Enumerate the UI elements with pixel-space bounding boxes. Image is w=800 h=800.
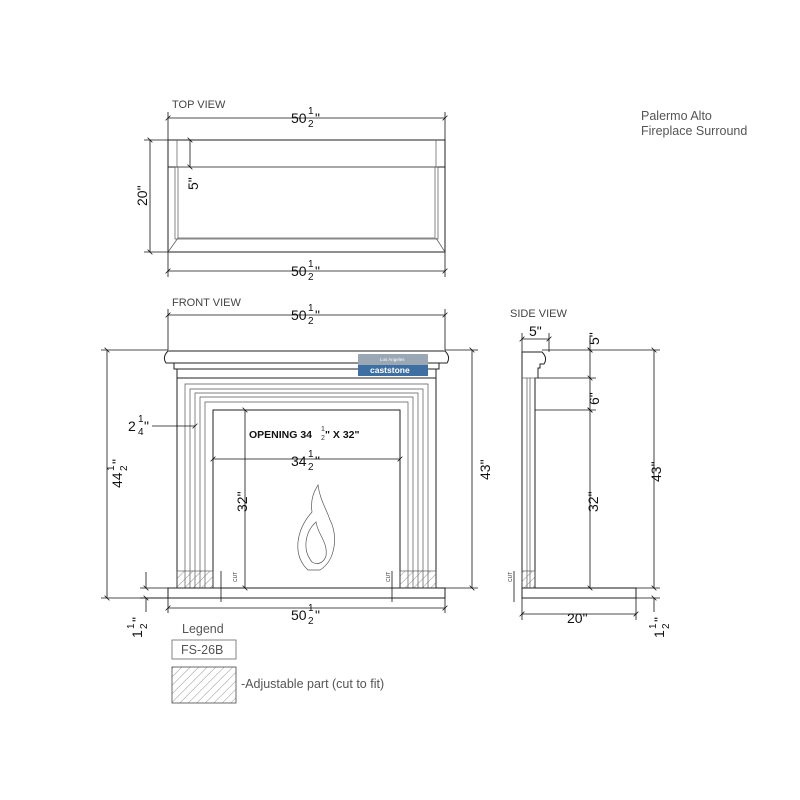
svg-text:1: 1	[129, 630, 145, 638]
front-base-width-dim: 50 1 2 "	[291, 603, 320, 627]
legend-code: FS-26B	[181, 643, 223, 657]
svg-text:": "	[315, 607, 320, 623]
top-view-label: TOP VIEW	[172, 99, 226, 111]
legend-adjustable-label: -Adjustable part (cut to fit)	[241, 677, 384, 691]
svg-text:2: 2	[308, 316, 314, 327]
svg-text:2: 2	[308, 119, 314, 130]
svg-text:": "	[144, 418, 149, 434]
svg-text:1: 1	[126, 623, 137, 629]
caststone-logo: Los Angeles caststone	[358, 354, 428, 376]
side-total-height-value: 43"	[648, 461, 664, 482]
side-view-label: SIDE VIEW	[510, 308, 567, 320]
svg-text:2: 2	[139, 623, 150, 629]
top-width-dim: 50 1 2 "	[291, 106, 320, 130]
title-line-1: Palermo Alto	[641, 109, 712, 123]
svg-text:1: 1	[308, 603, 314, 614]
side-shelf-height-value: 5"	[586, 332, 602, 345]
svg-text:2: 2	[308, 616, 314, 627]
svg-text:1: 1	[308, 303, 314, 314]
svg-text:1: 1	[308, 259, 314, 270]
legend-hatch-swatch	[171, 666, 237, 704]
svg-text:": "	[315, 453, 320, 469]
logo-line-2: caststone	[370, 365, 410, 375]
svg-text:": "	[651, 617, 667, 622]
svg-text:34: 34	[291, 453, 307, 469]
svg-text:2: 2	[308, 462, 314, 473]
top-inner-depth-value: 5"	[185, 177, 201, 190]
front-height-value: 43"	[477, 459, 493, 480]
svg-text:CUT: CUT	[386, 572, 392, 582]
title-line-2: Fireplace Surround	[641, 124, 747, 138]
top-bottom-width-dim: 50 1 2 "	[291, 259, 320, 283]
svg-text:": "	[109, 459, 125, 464]
side-adjustable-part	[521, 570, 536, 589]
svg-text:4: 4	[138, 427, 144, 438]
legend-code-box	[171, 639, 237, 660]
side-profile	[522, 351, 547, 588]
front-view: FRONT VIEW 50 1 2 " Los Angel	[101, 297, 493, 638]
svg-text:1: 1	[321, 426, 325, 433]
svg-text:": "	[315, 263, 320, 279]
svg-text:CUT: CUT	[233, 572, 239, 582]
svg-text:1: 1	[651, 630, 667, 638]
total-height-dim: 44 1 2 "	[106, 459, 130, 488]
top-depth-value: 20"	[134, 185, 150, 206]
hearth-height-dim: 1 1 2 "	[126, 617, 150, 638]
flame-icon	[297, 483, 335, 571]
svg-text:1: 1	[648, 623, 659, 629]
drawing-title: Palermo Alto Fireplace Surround	[641, 109, 747, 138]
side-hearth	[521, 587, 637, 599]
svg-text:50: 50	[291, 307, 307, 323]
side-top-depth-value: 5"	[529, 323, 542, 339]
opening-width-dim: 34 1 2 "	[291, 449, 320, 473]
top-width-value: 50	[291, 110, 307, 126]
svg-text:1: 1	[138, 414, 144, 425]
right-adjustable-part	[399, 570, 437, 589]
side-view: SIDE VIEW 5" 5" 6" 32" 43" CUT	[508, 308, 672, 638]
svg-text:OPENING 34: OPENING 34	[249, 429, 312, 441]
svg-text:": "	[315, 307, 320, 323]
svg-text:2: 2	[321, 435, 325, 442]
hearth-base	[167, 587, 446, 599]
svg-text:1: 1	[106, 465, 117, 471]
logo-line-1: Los Angeles	[380, 357, 405, 362]
svg-text:": "	[315, 110, 320, 126]
front-view-label: FRONT VIEW	[172, 297, 241, 309]
svg-text:50: 50	[291, 607, 307, 623]
svg-text:" X 32": " X 32"	[325, 429, 359, 441]
side-opening-height-value: 32"	[585, 491, 601, 512]
top-view: TOP VIEW 50 1 2 " 20" 5" 50	[134, 99, 448, 283]
svg-text:2: 2	[119, 465, 130, 471]
side-hearth-height-dim: 1 1 2 "	[648, 617, 672, 638]
front-top-width-dim: 50 1 2 "	[291, 303, 320, 327]
legend-title: Legend	[182, 622, 224, 636]
top-view-outline	[167, 139, 446, 253]
left-adjustable-part	[176, 570, 214, 589]
side-base-depth-value: 20"	[567, 610, 588, 626]
svg-text:CUT: CUT	[508, 572, 514, 582]
svg-text:2: 2	[308, 272, 314, 283]
opening-label: OPENING 34 1 2 " X 32"	[249, 426, 359, 442]
leg-width-dim: 2 1 4 "	[128, 414, 149, 438]
svg-text:1: 1	[308, 106, 314, 117]
svg-text:44: 44	[109, 472, 125, 488]
svg-text:50: 50	[291, 263, 307, 279]
front-cut-marks: CUT CUT	[220, 571, 393, 602]
svg-text:1: 1	[308, 449, 314, 460]
legend: Legend FS-26B -Adjustable part (cut to f…	[171, 622, 384, 704]
opening-height-value: 32"	[234, 491, 250, 512]
side-frieze-height-value: 6"	[586, 392, 602, 405]
svg-text:2: 2	[661, 623, 672, 629]
svg-text:": "	[129, 617, 145, 622]
svg-text:2: 2	[128, 418, 136, 434]
